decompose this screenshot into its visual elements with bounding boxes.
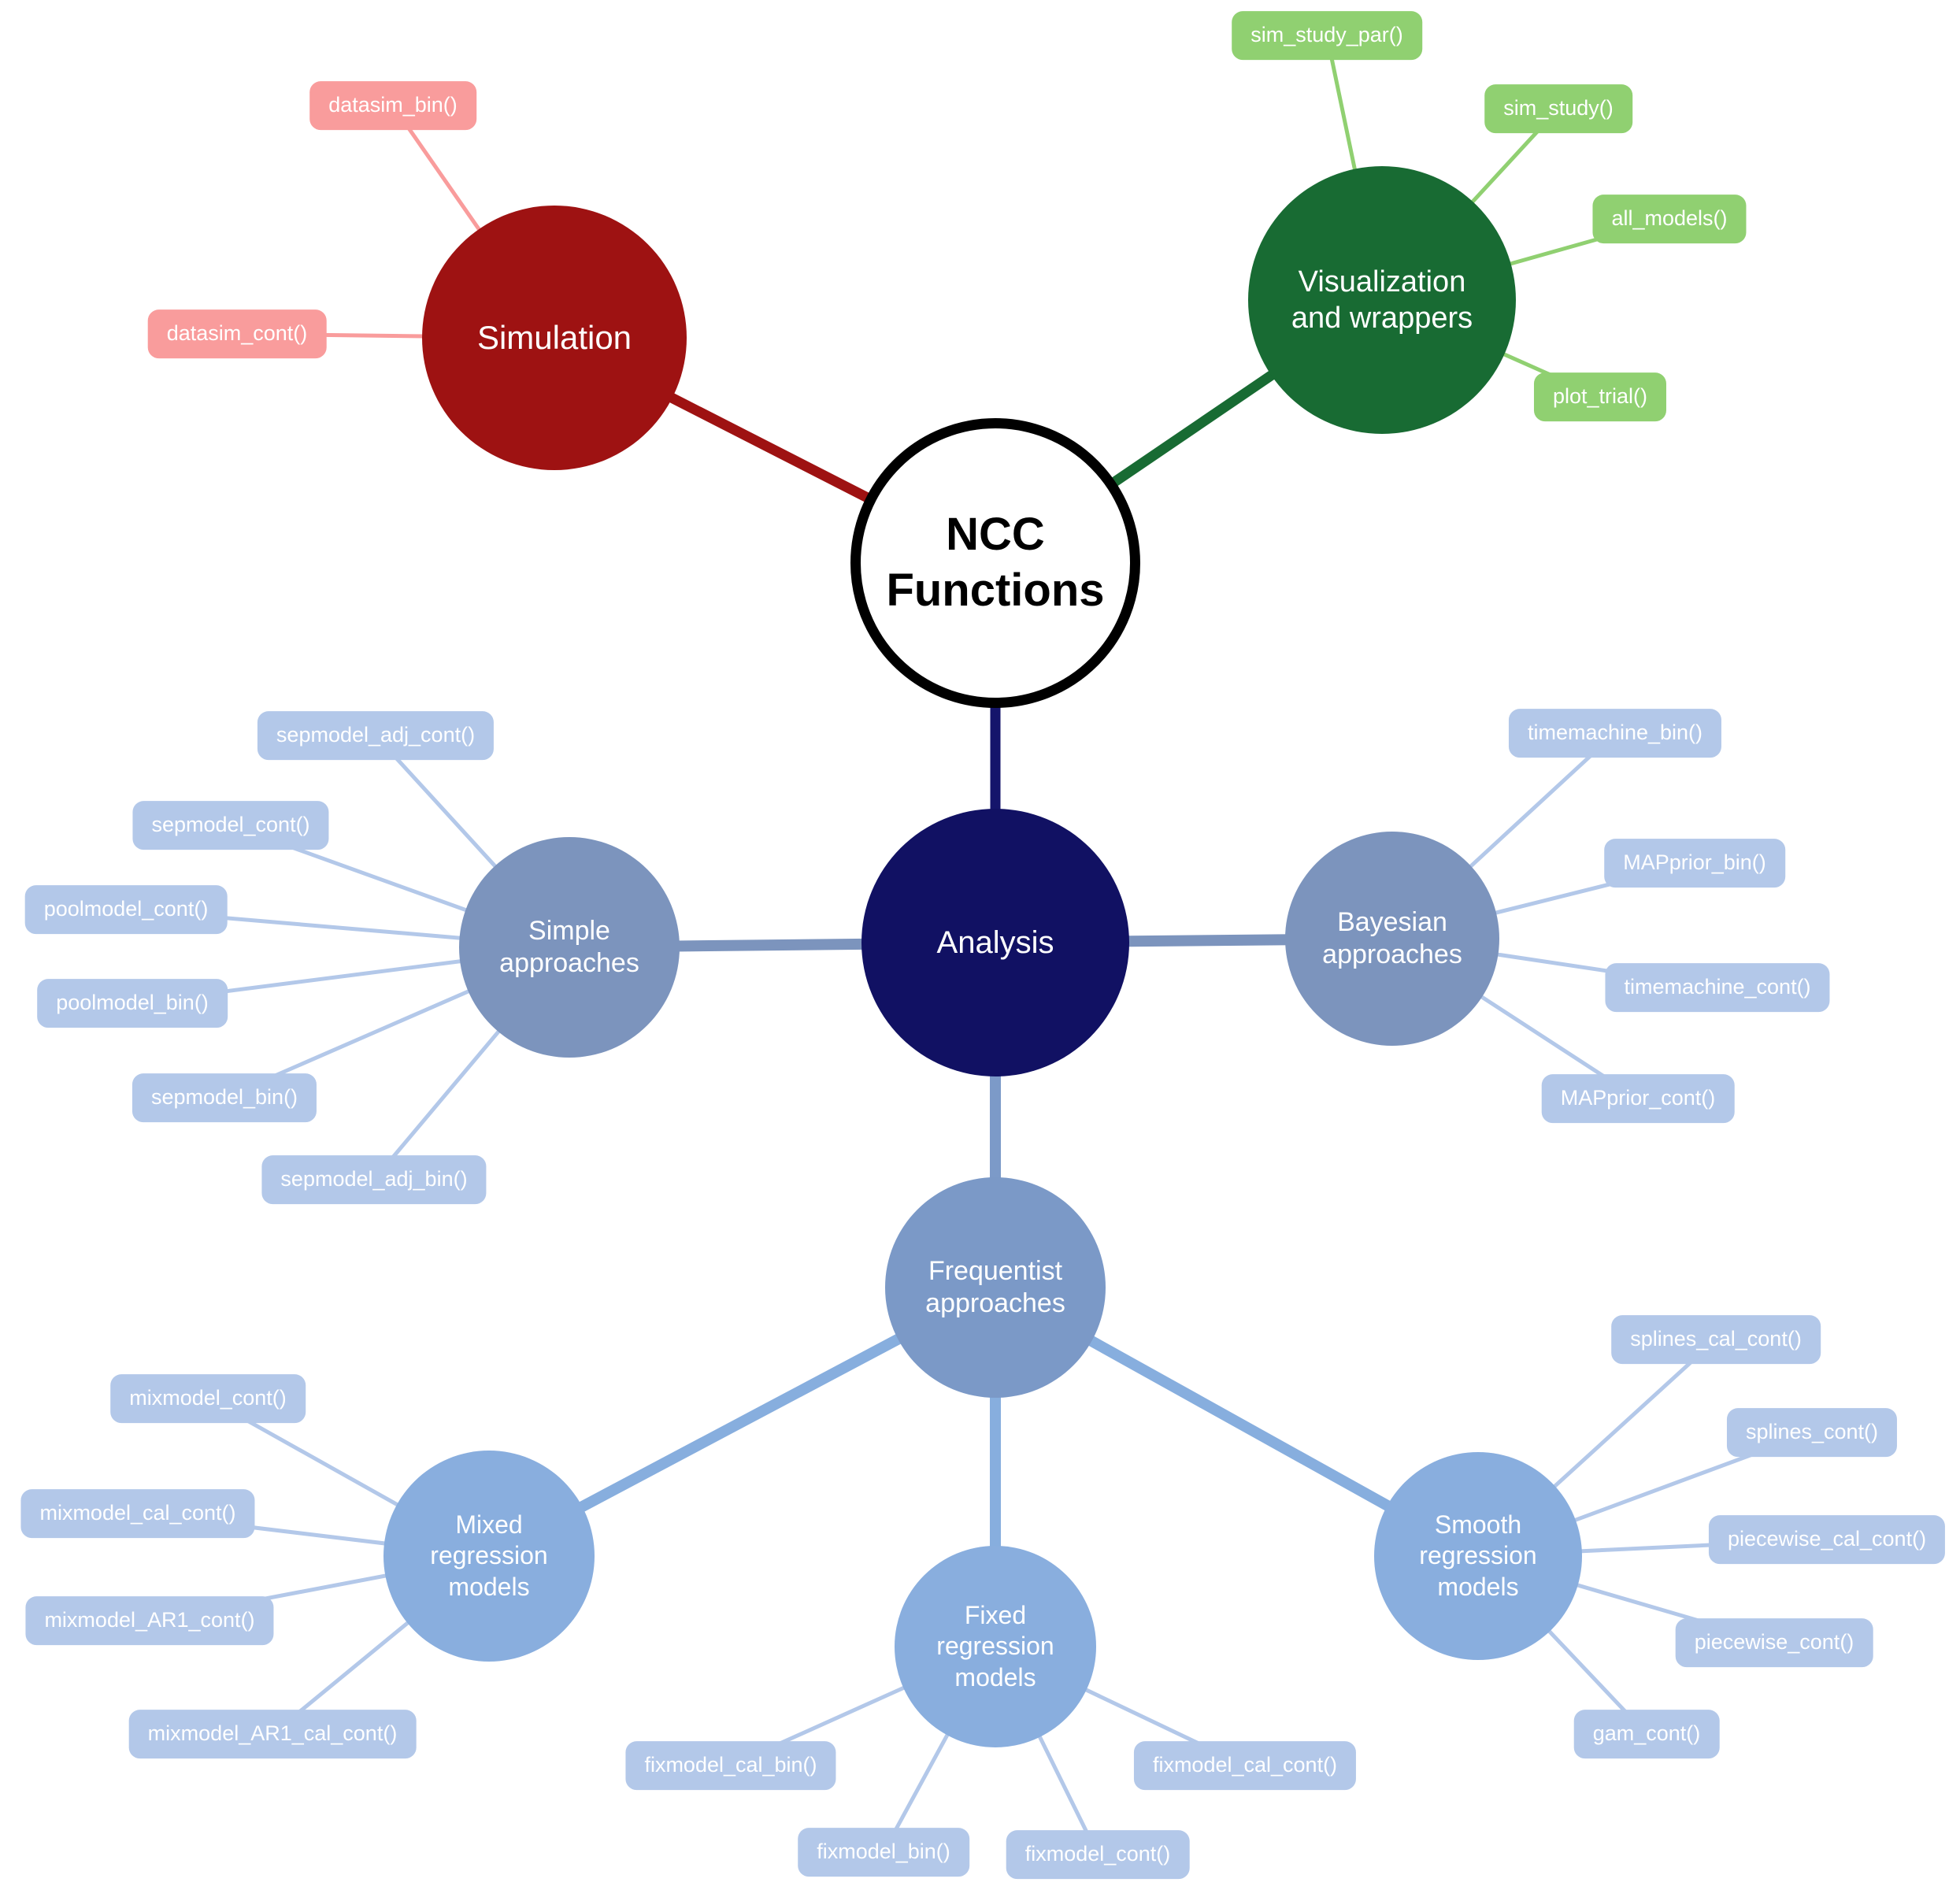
node-label-mixed: Mixed regression models (430, 1510, 548, 1601)
leaf-mixmodel_cal_cont: mixmodel_cal_cont() (20, 1489, 255, 1538)
leaf-piecewise_cont: piecewise_cont() (1675, 1618, 1873, 1667)
node-center: NCC Functions (850, 418, 1140, 708)
leaf-sepmodel_bin: sepmodel_bin() (132, 1073, 317, 1122)
leaf-sepmodel_adj_cont: sepmodel_adj_cont() (257, 711, 495, 760)
leaf-fixmodel_bin: fixmodel_bin() (798, 1828, 969, 1877)
leaf-piecewise_cal_cont: piecewise_cal_cont() (1708, 1515, 1946, 1564)
leaf-MAPprior_bin: MAPprior_bin() (1604, 839, 1785, 887)
node-mixed: Mixed regression models (383, 1451, 595, 1662)
node-simple: Simple approaches (459, 837, 680, 1058)
leaf-all_models: all_models() (1592, 195, 1747, 243)
leaf-MAPprior_cont: MAPprior_cont() (1541, 1074, 1735, 1123)
leaf-fixmodel_cont: fixmodel_cont() (1006, 1830, 1190, 1879)
node-label-smooth: Smooth regression models (1419, 1510, 1537, 1601)
leaf-mixmodel_cont: mixmodel_cont() (110, 1374, 306, 1423)
node-label-center: NCC Functions (886, 509, 1105, 616)
node-simulation: Simulation (422, 206, 687, 470)
node-smooth: Smooth regression models (1374, 1452, 1582, 1660)
leaf-mixmodel_AR1_cal_cont: mixmodel_AR1_cal_cont() (128, 1710, 417, 1758)
leaf-timemachine_cont: timemachine_cont() (1605, 963, 1830, 1012)
node-label-analysis: Analysis (936, 924, 1054, 960)
node-label-bayesian: Bayesian approaches (1322, 906, 1462, 969)
node-bayesian: Bayesian approaches (1285, 832, 1499, 1046)
leaf-fixmodel_cal_bin: fixmodel_cal_bin() (625, 1741, 836, 1790)
leaf-timemachine_bin: timemachine_bin() (1508, 709, 1722, 758)
leaf-mixmodel_AR1_cont: mixmodel_AR1_cont() (25, 1596, 274, 1645)
leaf-fixmodel_cal_cont: fixmodel_cal_cont() (1133, 1741, 1357, 1790)
leaf-splines_cal_cont: splines_cal_cont() (1611, 1315, 1821, 1364)
node-label-frequentist: Frequentist approaches (925, 1255, 1065, 1318)
node-frequentist: Frequentist approaches (885, 1177, 1106, 1398)
node-label-fixed: Fixed regression models (936, 1601, 1054, 1691)
node-fixed: Fixed regression models (895, 1546, 1096, 1747)
leaf-sepmodel_adj_bin: sepmodel_adj_bin() (261, 1155, 487, 1204)
leaf-sim_study_par: sim_study_par() (1232, 11, 1422, 60)
leaf-sim_study: sim_study() (1484, 84, 1632, 133)
node-visualization: Visualization and wrappers (1248, 166, 1516, 434)
leaf-poolmodel_cont: poolmodel_cont() (24, 885, 228, 934)
leaf-gam_cont: gam_cont() (1573, 1710, 1720, 1758)
leaf-poolmodel_bin: poolmodel_bin() (37, 979, 228, 1028)
node-label-simple: Simple approaches (499, 915, 639, 978)
node-label-simulation: Simulation (476, 319, 632, 357)
leaf-plot_trial: plot_trial() (1533, 372, 1667, 421)
leaf-sepmodel_cont: sepmodel_cont() (132, 801, 329, 850)
leaf-splines_cont: splines_cont() (1726, 1408, 1898, 1457)
node-analysis: Analysis (861, 809, 1129, 1076)
leaf-datasim_cont: datasim_cont() (147, 309, 327, 358)
node-label-visualization: Visualization and wrappers (1291, 265, 1473, 335)
leaf-datasim_bin: datasim_bin() (309, 81, 476, 130)
